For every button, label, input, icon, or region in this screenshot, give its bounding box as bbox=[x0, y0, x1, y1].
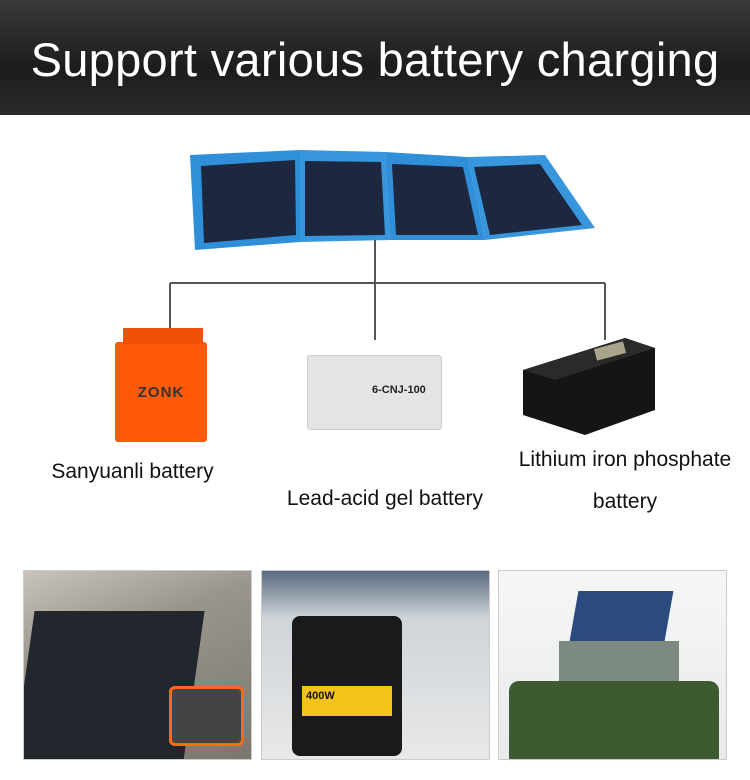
solar-panel bbox=[190, 150, 595, 250]
photo-caption-text: 400W bbox=[302, 686, 392, 716]
lithium-battery-image bbox=[523, 338, 655, 435]
solar-panel-diagram bbox=[169, 150, 606, 340]
photo-folding-panel-power-station bbox=[23, 570, 252, 760]
lithium-battery-label-line2: battery bbox=[592, 490, 658, 513]
lithium-battery-label-line1: Lithium iron phosphate bbox=[518, 448, 732, 471]
sanyuanli-battery-label: Sanyuanli battery bbox=[51, 460, 214, 483]
lead-acid-battery-image: 6-CNJ-100 bbox=[307, 355, 442, 430]
wires bbox=[169, 240, 606, 340]
photo-rooftop-tent bbox=[498, 570, 727, 760]
header-banner bbox=[0, 0, 750, 115]
battery-model: 6-CNJ-100 bbox=[372, 384, 426, 396]
battery-brand: ZONK bbox=[137, 384, 185, 401]
page-title: Support various battery charging bbox=[30, 33, 720, 86]
lead-acid-battery-label: Lead-acid gel battery bbox=[286, 487, 484, 510]
sanyuanli-battery-image: ZONK bbox=[115, 328, 207, 442]
photo-jump-starter: 400W bbox=[261, 570, 490, 760]
